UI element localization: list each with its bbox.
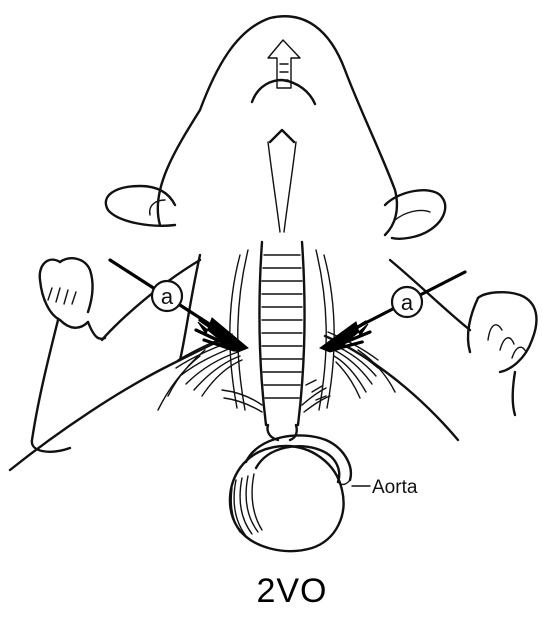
arrow-clamp-icon-right: [320, 272, 465, 352]
right-forepaw: [468, 292, 536, 415]
aorta-label: Aorta: [372, 477, 418, 498]
right-ear: [385, 190, 445, 238]
figure-caption: 2VO: [256, 572, 327, 610]
carotid-arteries: [230, 250, 334, 410]
left-forepaw: [32, 258, 105, 451]
left-ear: [106, 186, 175, 226]
vessel-branches: [222, 380, 330, 440]
marker-a-right: a: [392, 287, 422, 317]
aorta: [246, 435, 370, 486]
left-muscle-hatching: [10, 334, 242, 470]
marker-a-left: a: [152, 281, 182, 311]
trachea: [259, 130, 304, 425]
rat-head-outline: [158, 16, 397, 235]
marker-a-right-label: a: [401, 290, 414, 315]
marker-a-left-label: a: [161, 284, 174, 309]
